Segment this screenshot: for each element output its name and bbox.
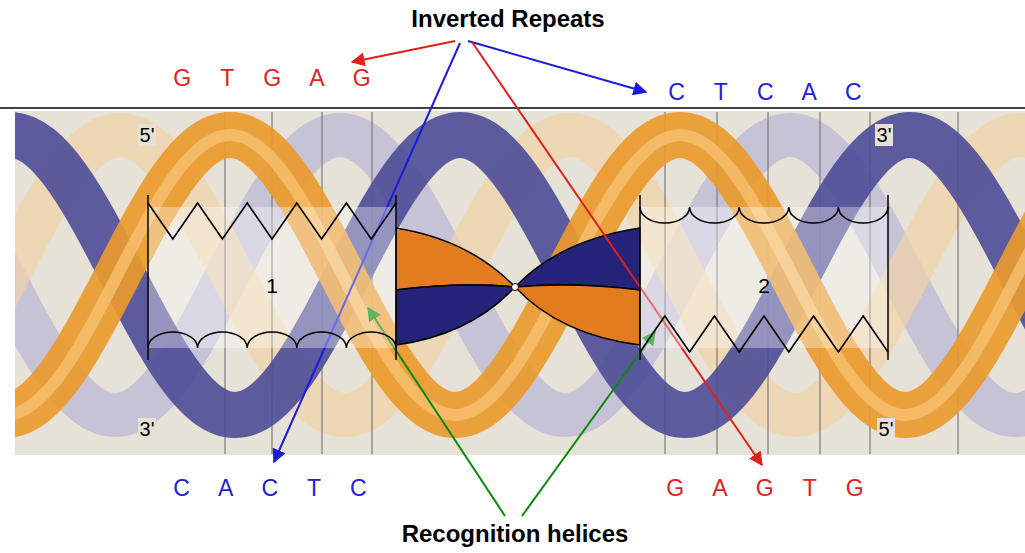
dimerization-domain [396, 228, 640, 345]
loop-segment [640, 207, 888, 223]
leader-arrow [468, 41, 646, 92]
loop-segment [148, 332, 396, 348]
strand-end-label: 5' [138, 124, 157, 146]
domain-side [639, 195, 641, 360]
double-helix [15, 112, 1025, 454]
recognition-helix [148, 203, 396, 239]
domain-side [147, 195, 149, 360]
recognition-helix [640, 316, 888, 352]
sequence-label: G A G T G [655, 476, 875, 501]
strand-end-label: 3' [875, 124, 894, 146]
orange-strand [15, 135, 1025, 415]
leader-arrow [522, 332, 655, 516]
domain-side [395, 195, 397, 360]
domain-fill [640, 207, 888, 348]
strand-end-label: 5' [877, 418, 896, 440]
sequence-label: C A C T C [162, 476, 378, 501]
sequence-label: C T C A C [657, 80, 873, 105]
protein-monomer: 2 [640, 195, 888, 360]
leader-arrow [352, 41, 455, 62]
strand-end-label: 3' [138, 418, 157, 440]
heading-label: Recognition helices [402, 521, 629, 547]
heading-label: Inverted Repeats [411, 6, 604, 32]
protein-monomer: 1 [148, 195, 396, 360]
domain-number: 1 [266, 258, 278, 298]
domain-number: 2 [758, 258, 770, 298]
baseline-rule [0, 107, 1025, 109]
domain-fill [148, 207, 396, 348]
sequence-label: G T G A G [162, 66, 382, 91]
strand-highlight [15, 135, 1025, 415]
domain-side [887, 195, 889, 360]
